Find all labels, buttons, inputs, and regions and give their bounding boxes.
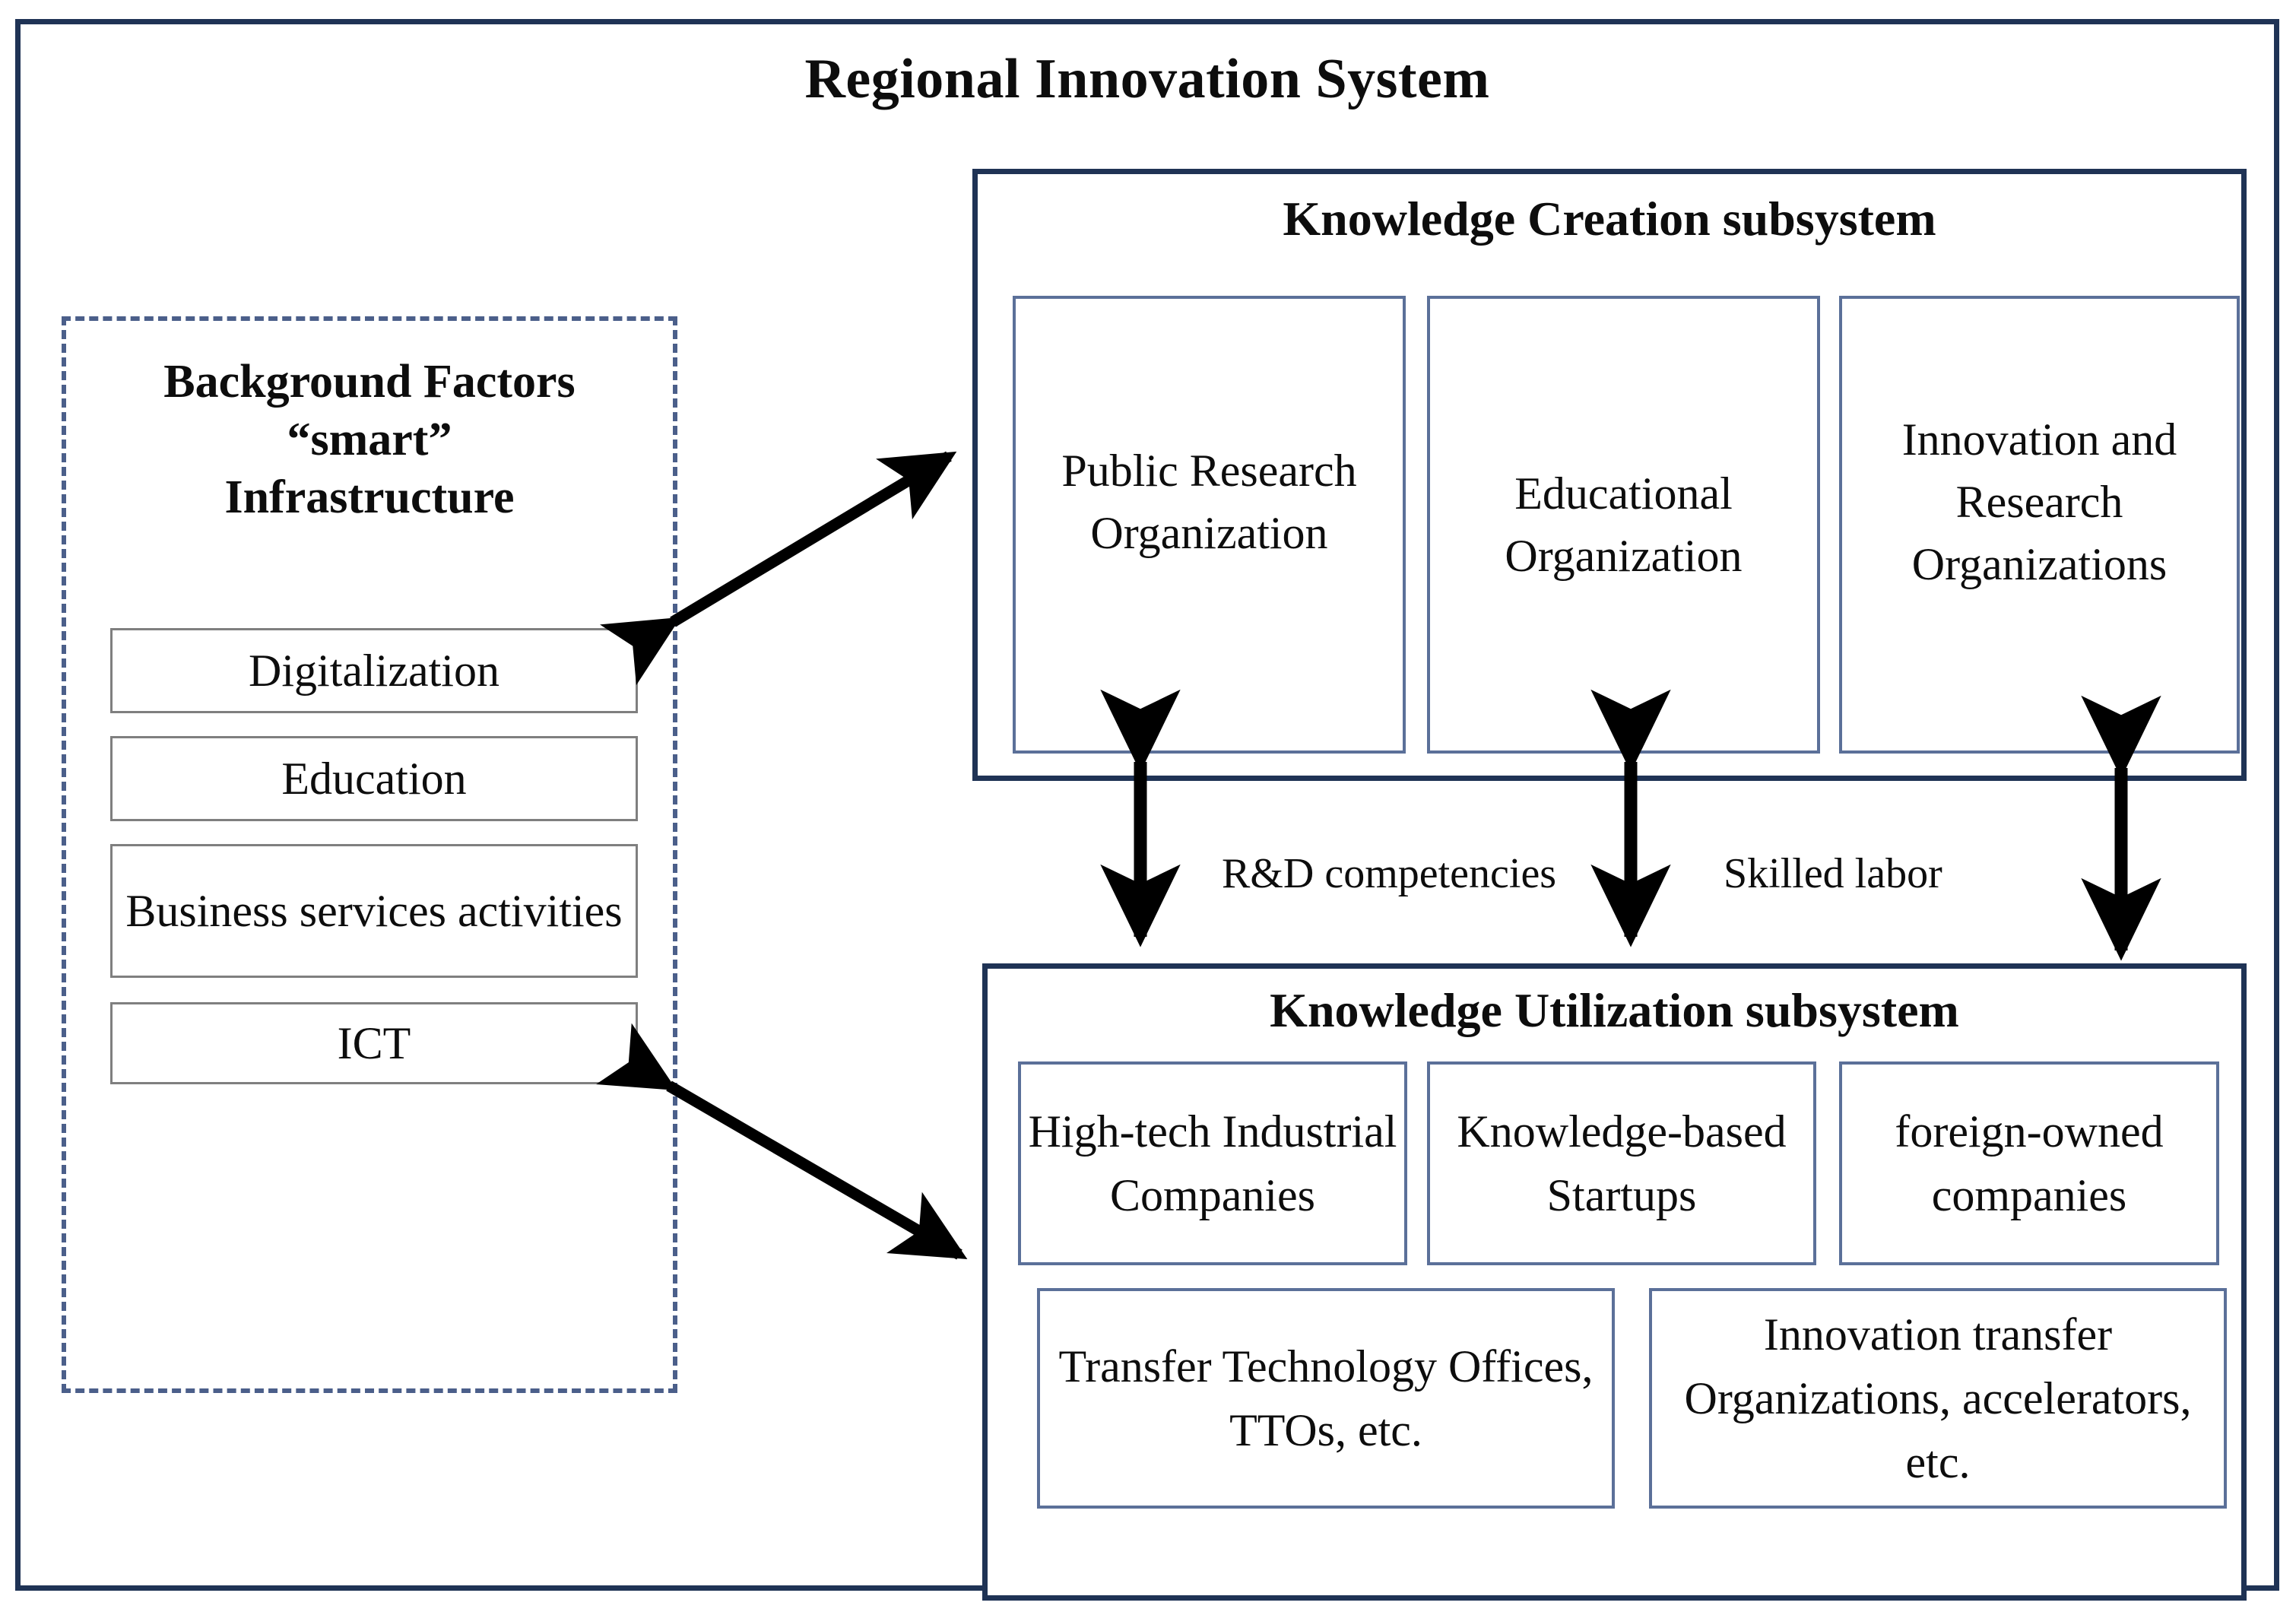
background-factor-label: Education — [281, 754, 467, 804]
background-factor-business-services[interactable]: Business services activities — [110, 844, 638, 978]
knowledge-creation-card-educational-organization[interactable]: Educational Organization — [1427, 296, 1820, 754]
background-factor-label: Business services activities — [125, 886, 623, 936]
background-factors-title-line-2: “smart” — [287, 414, 452, 465]
card-label: High-tech Industrial Companies — [1028, 1106, 1397, 1220]
knowledge-creation-card-public-research-organization[interactable]: Public Research Organization — [1013, 296, 1406, 754]
diagram-frame: Regional Innovation System Background Fa… — [15, 19, 2279, 1601]
flow-label-skilled-labor: Skilled labor — [1724, 850, 1942, 897]
knowledge-creation-title: Knowledge Creation subsystem — [1283, 192, 1936, 246]
card-label: Transfer Technology Offices, TTOs, etc. — [1058, 1341, 1594, 1455]
knowledge-utilization-card-transfer-technology-offices[interactable]: Transfer Technology Offices, TTOs, etc. — [1037, 1288, 1615, 1509]
knowledge-utilization-subsystem: Knowledge Utilization subsystem High-tec… — [982, 963, 2247, 1601]
knowledge-creation-subsystem: Knowledge Creation subsystem Public Rese… — [972, 169, 2247, 781]
knowledge-utilization-card-high-tech-industrial-companies[interactable]: High-tech Industrial Companies — [1018, 1061, 1407, 1265]
knowledge-utilization-card-knowledge-based-startups[interactable]: Knowledge-based Startups — [1427, 1061, 1816, 1265]
background-factor-label: Digitalization — [249, 646, 499, 696]
knowledge-utilization-title: Knowledge Utilization subsystem — [1270, 983, 1959, 1037]
card-label: Knowledge-based Startups — [1457, 1106, 1787, 1220]
card-label: Public Research Organization — [1061, 446, 1357, 558]
card-label: Educational Organization — [1505, 468, 1743, 581]
page-title: Regional Innovation System — [804, 48, 1490, 110]
knowledge-creation-card-innovation-and-research-organizations[interactable]: Innovation and Research Organizations — [1839, 296, 2240, 754]
background-factors-title: Background Factors “smart” Infrastructur… — [66, 353, 673, 526]
knowledge-utilization-card-foreign-owned-companies[interactable]: foreign-owned companies — [1839, 1061, 2219, 1265]
card-label: foreign-owned companies — [1895, 1106, 2164, 1220]
background-factors-panel: Background Factors “smart” Infrastructur… — [62, 316, 677, 1393]
background-factor-digitalization[interactable]: Digitalization — [110, 628, 638, 713]
knowledge-utilization-card-innovation-transfer-organizations[interactable]: Innovation transfer Organizations, accel… — [1649, 1288, 2227, 1509]
background-factors-title-line-1: Background Factors — [163, 356, 576, 408]
background-factors-title-line-3: Infrastructure — [224, 471, 515, 523]
card-label: Innovation transfer Organizations, accel… — [1684, 1309, 2192, 1487]
background-factor-ict[interactable]: ICT — [110, 1002, 638, 1084]
card-label: Innovation and Research Organizations — [1901, 414, 2177, 589]
background-factor-education[interactable]: Education — [110, 736, 638, 821]
flow-label-rd-competencies: R&D competencies — [1222, 850, 1557, 897]
background-factor-label: ICT — [337, 1018, 411, 1068]
